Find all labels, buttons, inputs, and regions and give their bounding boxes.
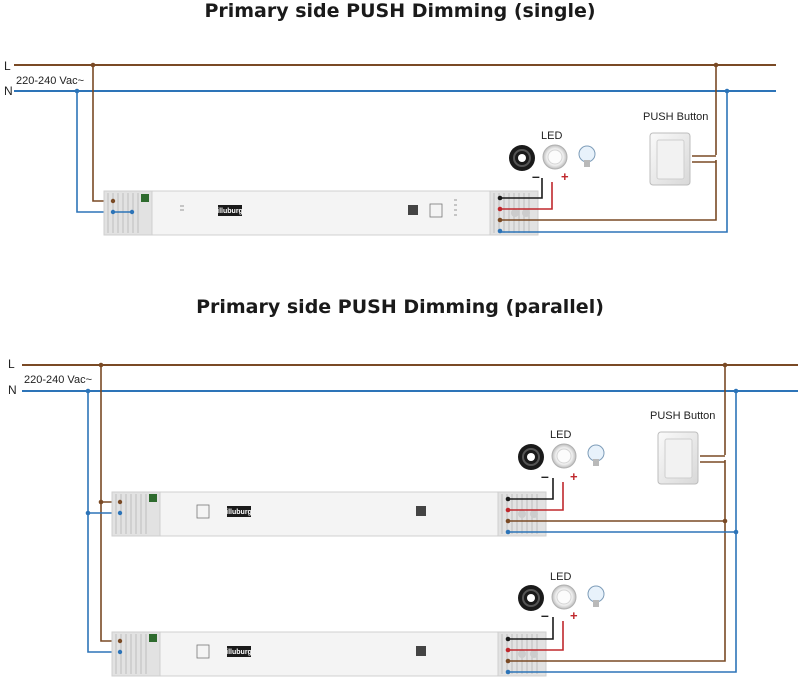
qr-code [408, 205, 418, 215]
svg-text:–: – [541, 468, 549, 484]
svg-text:+: + [570, 469, 578, 484]
spotlight-bulb-icon [587, 444, 605, 466]
downlight-icon [551, 584, 577, 610]
led-strip-icon [518, 585, 544, 611]
single-diagram: L N 220-240 Vac~ illuburg [4, 59, 776, 236]
brand-logo-1 [227, 506, 251, 517]
spotlight-bulb-icon [587, 585, 605, 607]
neutral-label-parallel: N [8, 383, 17, 397]
line-label: L [4, 59, 11, 73]
svg-text:+: + [570, 608, 578, 623]
line-drop-wire [92, 65, 113, 202]
push-button-label-parallel: PUSH Button [650, 410, 715, 422]
brand-logo [218, 205, 242, 216]
voltage-label-parallel: 220-240 Vac~ [24, 374, 92, 386]
brand-logo-2 [227, 646, 251, 657]
parallel-diagram: L N 220-240 Vac~ illuburg [8, 357, 798, 677]
svg-text:illuburg: illuburg [226, 509, 252, 516]
push-button-switch-icon[interactable] [649, 132, 691, 186]
led-label-1: LED [550, 429, 571, 441]
led-driver: illuburg [103, 190, 539, 236]
neutral-drop-wire [76, 91, 113, 213]
led-strip-icon [509, 145, 535, 171]
neutral-label: N [4, 84, 13, 98]
svg-text:illuburg: illuburg [226, 649, 252, 656]
led-driver-1: illuburg [111, 491, 547, 537]
led-label: LED [541, 130, 562, 142]
led-label-2: LED [550, 571, 571, 583]
svg-text:–: – [532, 168, 540, 184]
voltage-label: 220-240 Vac~ [16, 75, 84, 87]
line-label-parallel: L [8, 357, 15, 371]
svg-text:+: + [561, 169, 569, 184]
svg-text:–: – [541, 607, 549, 623]
spotlight-bulb-icon [578, 145, 596, 167]
svg-text:illuburg: illuburg [217, 208, 243, 215]
led-driver-2: illuburg [111, 631, 547, 677]
downlight-icon [542, 144, 568, 170]
diagram-title-parallel: Primary side PUSH Dimming (parallel) [196, 296, 604, 318]
led-strip-icon [518, 444, 544, 470]
push-button-switch-icon[interactable] [657, 431, 699, 485]
diagram-title-single: Primary side PUSH Dimming (single) [204, 0, 596, 22]
push-button-label: PUSH Button [643, 111, 708, 123]
downlight-icon [551, 443, 577, 469]
